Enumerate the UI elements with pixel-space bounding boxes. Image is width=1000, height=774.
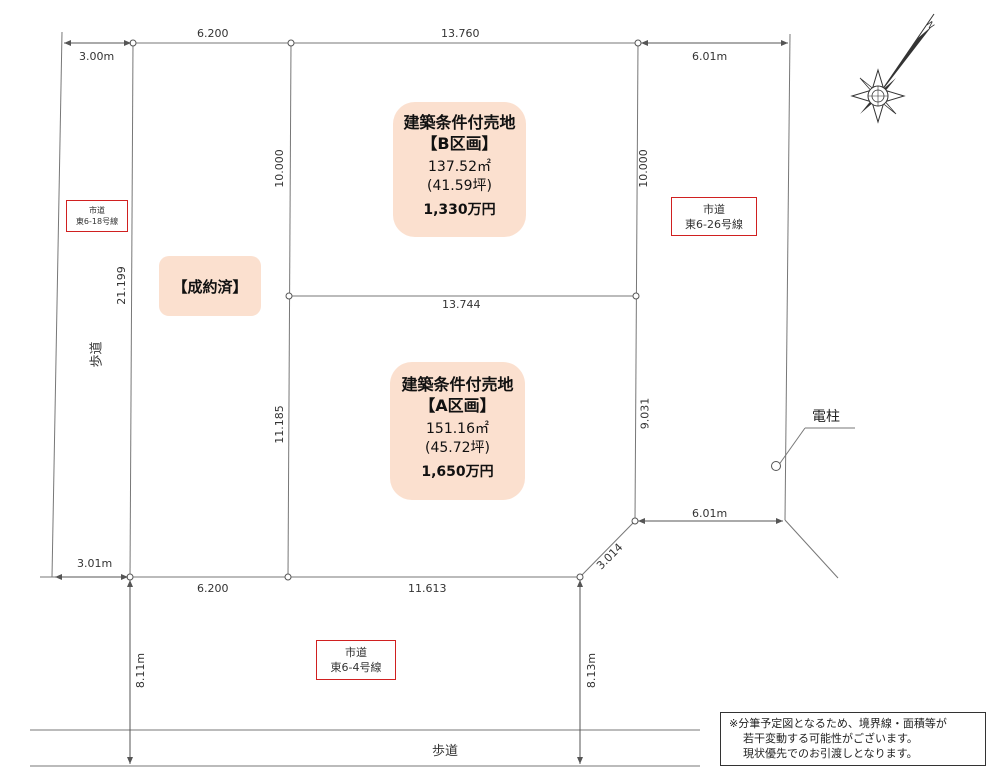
dim-road-east-bottom: 6.01m (692, 507, 728, 520)
dim-road-south-right: 8.13m (585, 652, 599, 689)
road-east-type: 市道 (703, 202, 725, 216)
dim-road-west-top: 3.00m (79, 50, 115, 63)
note-line-3: 現状優先でのお引渡しとなります。 (743, 747, 918, 760)
utility-pole-icon (771, 461, 781, 471)
note-line-2: 若干変動する可能性がございます。 (743, 732, 918, 745)
pole-leader (777, 427, 806, 467)
dim-road-south-left: 8.11m (134, 652, 148, 689)
road-east-name: 東6-26号線 (685, 217, 743, 231)
dim-b-a-boundary: 13.744 (442, 298, 481, 311)
sold-lot-east-boundary (287, 42, 292, 578)
dim-b-west: 10.000 (272, 149, 286, 188)
east-boundary (634, 42, 639, 522)
dim-bottom-left-lot: 6.200 (197, 582, 229, 595)
lot-a-price: 1,650万円 (421, 464, 494, 480)
lot-a-area-sqm: 151.16㎡ (426, 421, 489, 437)
vertex (634, 39, 642, 47)
west-sidewalk-line (51, 31, 63, 578)
road-south-label: 市道 東6-4号線 (316, 640, 396, 680)
lot-b-area-sqm: 137.52㎡ (428, 159, 491, 175)
lot-b-title: 建築条件付売地 (403, 113, 516, 132)
road-south-name: 東6-4号線 (330, 661, 382, 674)
lot-a-title: 建築条件付売地 (401, 375, 514, 394)
disclaimer-note: ※分筆予定図となるため、境界線・面積等が 若干変動する可能性がございます。 現状… (720, 712, 986, 766)
vertex (632, 292, 640, 300)
lot-b-card[interactable]: 建築条件付売地 【B区画】 137.52㎡ (41.59坪) 1,330万円 (393, 102, 526, 237)
lot-b-price: 1,330万円 (423, 202, 496, 218)
dim-top-b: 13.760 (441, 27, 480, 40)
road-south-type: 市道 (345, 646, 367, 659)
road-west-label: 市道 東6-18号線 (66, 200, 128, 232)
sidewalk-south-label: 歩道 (432, 744, 459, 759)
lot-a-block: 【A区画】 (419, 396, 496, 415)
east-road-diagonal (784, 519, 839, 579)
vertex (285, 292, 293, 300)
lot-a-card[interactable]: 建築条件付売地 【A区画】 151.16㎡ (45.72坪) 1,650万円 (390, 362, 525, 500)
note-line-1: ※分筆予定図となるため、境界線・面積等が (729, 717, 947, 730)
sold-lot-badge: 【成約済】 (159, 256, 261, 316)
dim-road-east-top: 6.01m (692, 50, 728, 63)
compass-icon: N (850, 13, 936, 124)
vertex (631, 517, 639, 525)
dim-road-west-bottom: 3.01m (77, 557, 113, 570)
lot-b-block: 【B区画】 (421, 134, 498, 153)
vertex (284, 573, 292, 581)
road-east-label: 市道 東6-26号線 (671, 197, 757, 236)
dim-bottom-a: 11.613 (408, 582, 447, 595)
vertex (287, 39, 295, 47)
dim-top-left-lot: 6.200 (197, 27, 229, 40)
dim-a-east: 9.031 (638, 397, 652, 430)
dim-b-east: 10.000 (636, 149, 650, 188)
road-west-type: 市道 (89, 206, 105, 215)
dim-west-full: 21.199 (114, 266, 128, 305)
sidewalk-west-label: 歩道 (89, 341, 105, 368)
lot-b-area-tsubo: (41.59坪) (426, 178, 492, 194)
west-boundary (129, 42, 134, 578)
vertex (576, 573, 584, 581)
north-label: N (924, 20, 936, 31)
corner-cut-boundary (579, 520, 636, 578)
east-road-line (784, 33, 791, 521)
dim-a-west: 11.185 (272, 405, 286, 444)
road-west-name: 東6-18号線 (75, 217, 119, 226)
utility-pole-label: 電柱 (812, 409, 840, 425)
lot-a-area-tsubo: (45.72坪) (424, 440, 490, 456)
